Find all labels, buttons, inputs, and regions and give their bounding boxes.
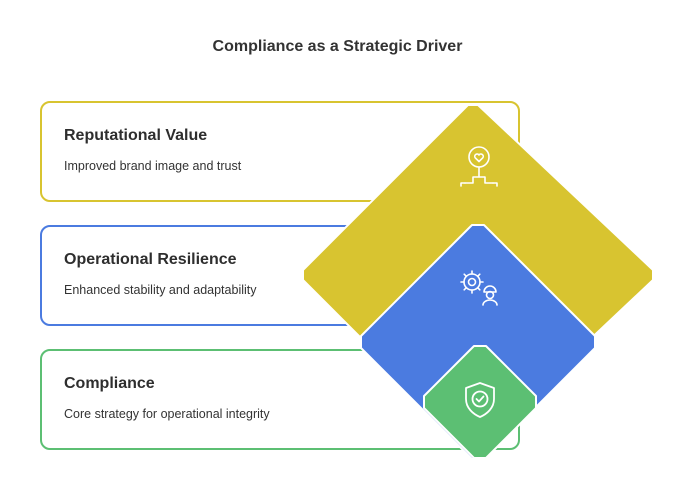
award-recognition-icon: [460, 146, 498, 187]
layer-description: Enhanced stability and adaptability: [64, 283, 257, 297]
diagram-title: Compliance as a Strategic Driver: [212, 38, 463, 55]
layer-heading: Operational Resilience: [64, 251, 237, 268]
shield-check-icon: [465, 382, 495, 418]
gears-worker-icon: [460, 270, 498, 306]
layer-heading: Compliance: [64, 375, 155, 392]
layer-heading: Reputational Value: [64, 127, 208, 144]
diamond-compliance: [423, 345, 537, 459]
layer-description: Core strategy for operational integrity: [64, 407, 270, 421]
layer-description: Improved brand image and trust: [64, 159, 242, 173]
